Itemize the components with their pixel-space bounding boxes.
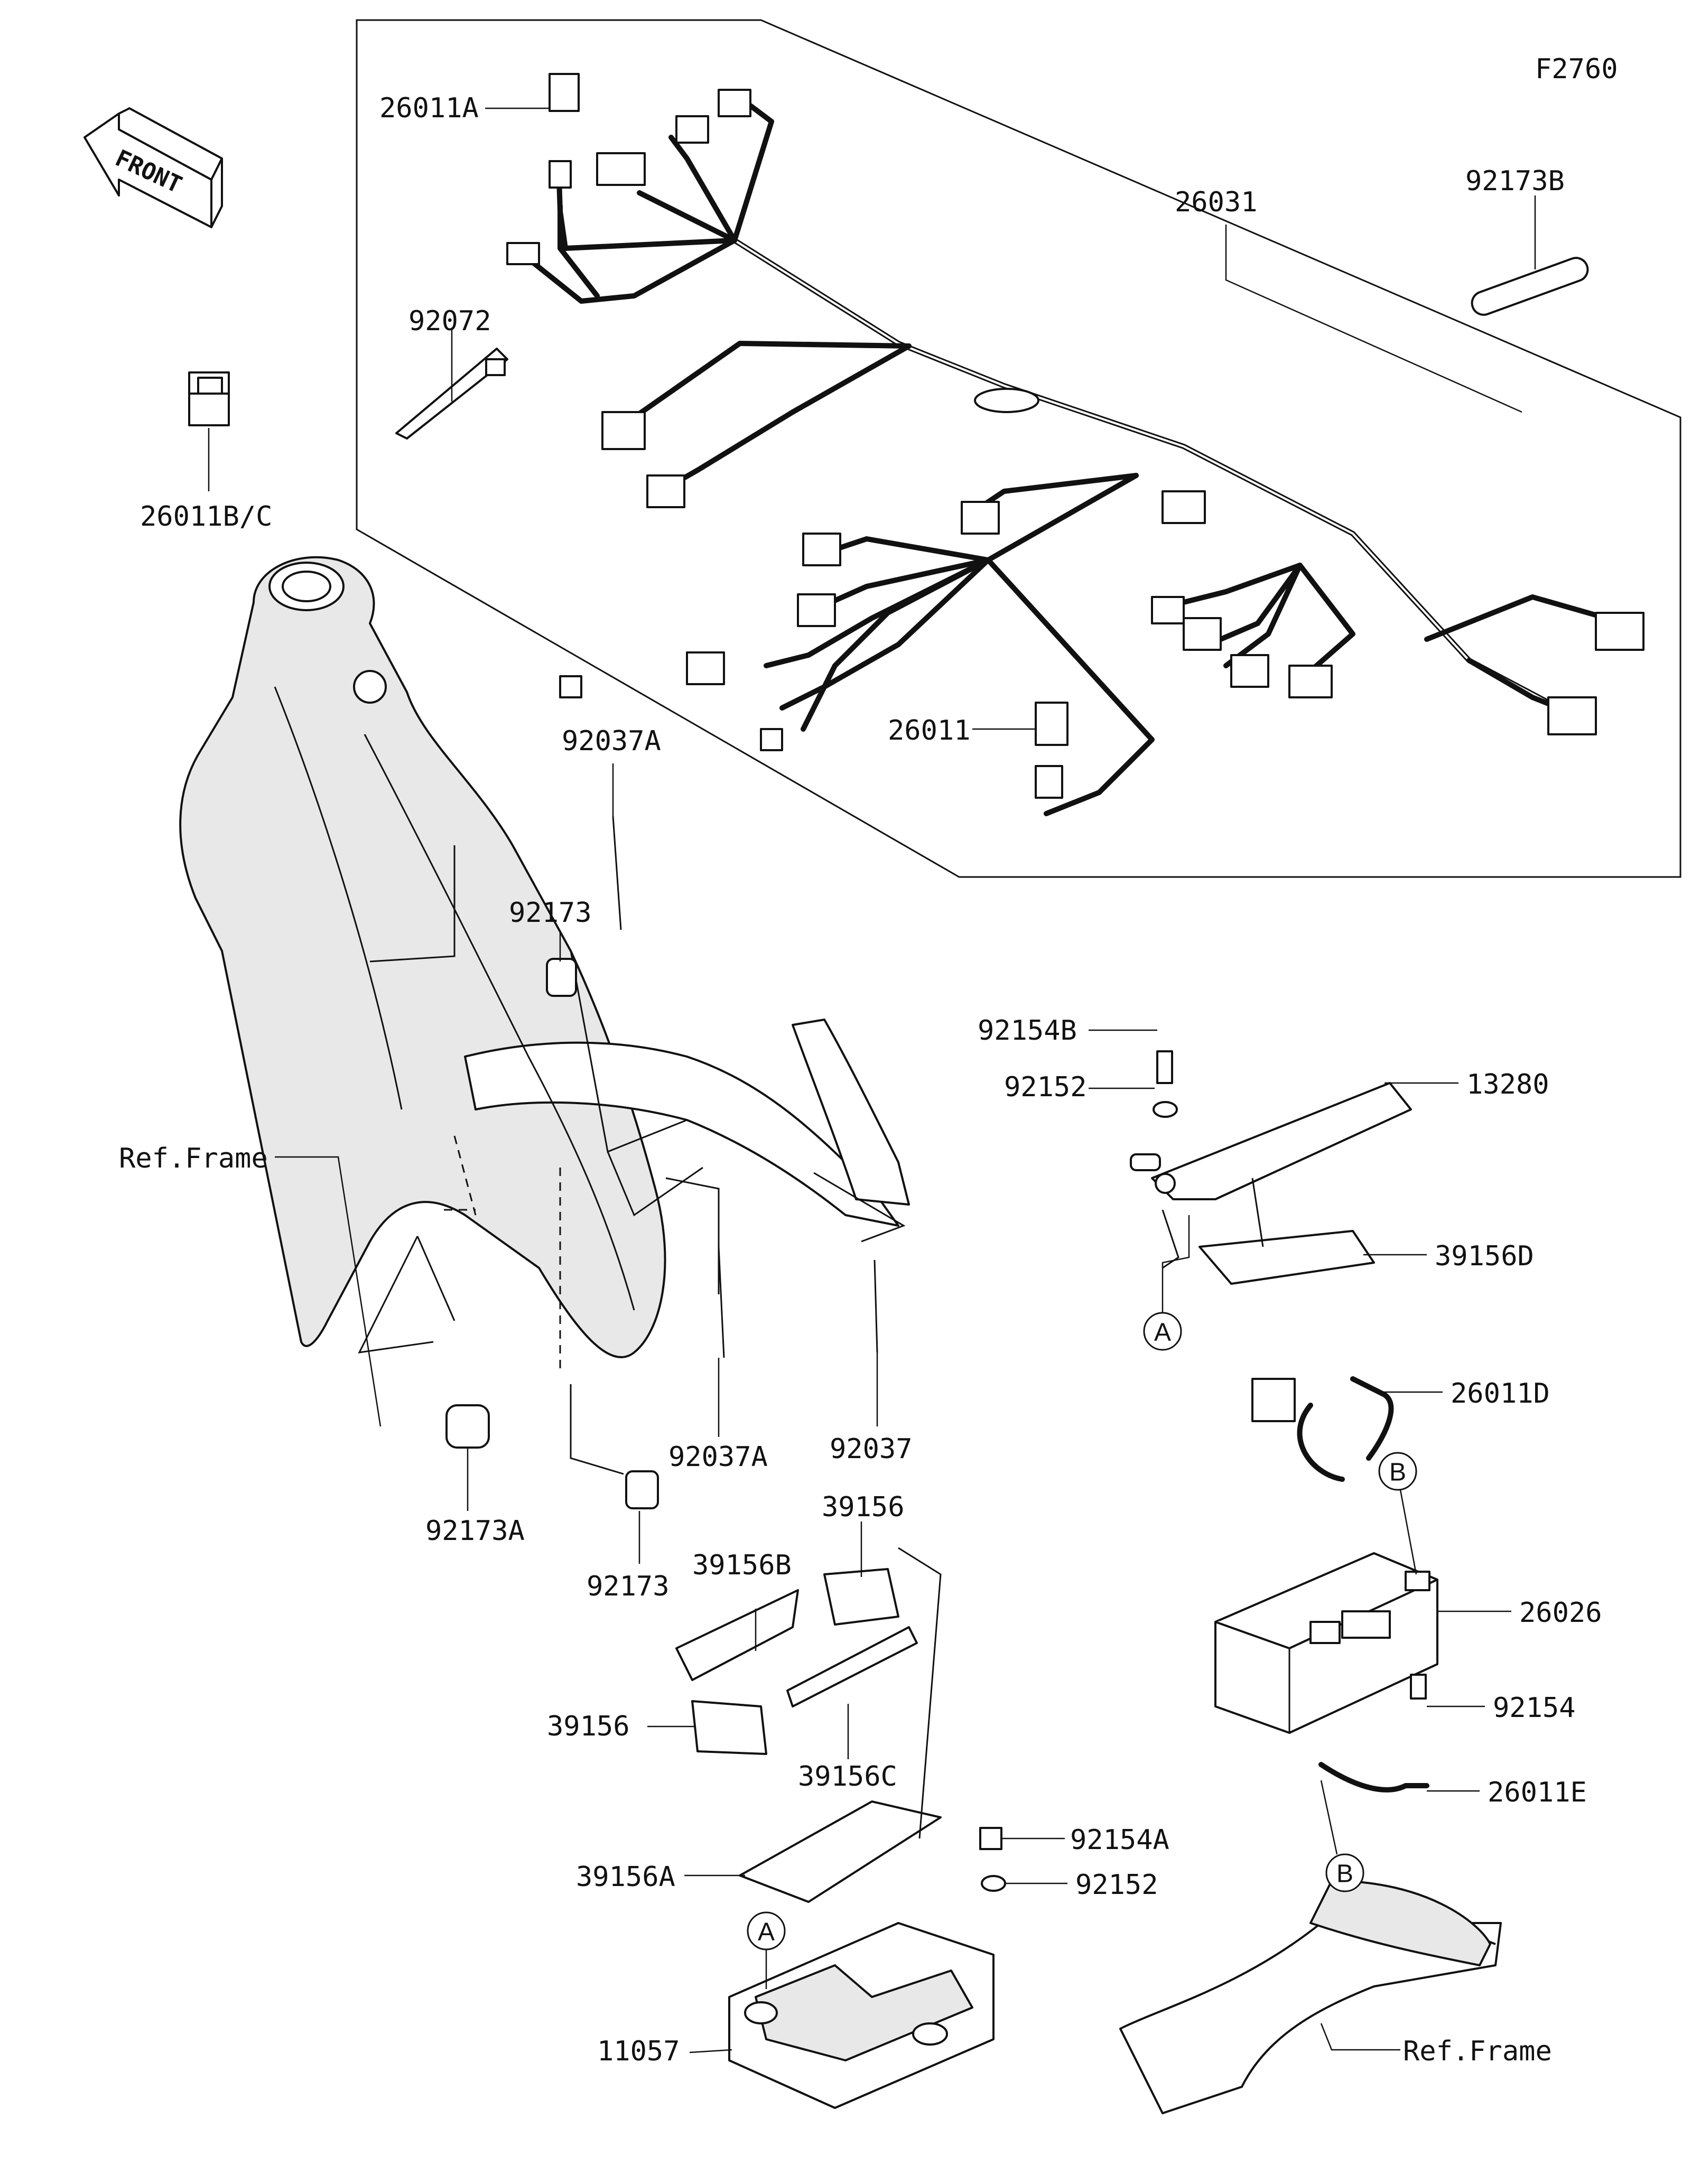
pad-39156-top [823,1568,899,1626]
label-39156c: 39156C [798,1761,897,1793]
label-92154b: 92154B [978,1015,1077,1047]
label-39156-top: 39156 [822,1491,905,1523]
label-26011: 26011 [888,715,971,746]
pad-39156c [786,1626,918,1707]
label-92037: 92037 [830,1433,913,1465]
bolt-92154 [1410,1674,1427,1700]
label-92152-bot: 92152 [1075,1869,1158,1901]
label-ref-frame-left: Ref.Frame [119,1143,268,1174]
label-26011a: 26011A [379,92,479,124]
label-92037a-top: 92037A [562,725,661,757]
label-39156a: 39156A [576,1861,675,1893]
frame-rail-bottom [1119,1880,1502,2114]
label-92173-top: 92173 [509,897,592,929]
label-26026: 26026 [1519,1597,1602,1629]
frame-body [179,556,910,1475]
label-ref-frame-right: Ref.Frame [1403,2036,1552,2067]
label-92072: 92072 [408,305,491,337]
label-92173-bot: 92173 [587,1571,670,1602]
band-92037 [874,1259,878,1353]
clamp-92173a [445,1404,490,1449]
label-92037a-bot: 92037A [668,1441,768,1473]
wiring-harness [506,73,1644,816]
band-92037a-top [612,816,622,930]
label-11057: 11057 [597,2036,680,2067]
bracket-13280 [1130,1082,1412,1200]
marker-b-lower: B [1320,1780,1364,1892]
clamp-92173b [1471,257,1589,316]
figure-code: F2760 [1535,53,1618,85]
label-39156d: 39156D [1435,1240,1534,1272]
label-26011bc: 26011B/C [140,501,272,533]
marker-b-upper: B [1378,1452,1417,1575]
pad-39156-left [691,1700,767,1755]
pad-39156b [675,1589,799,1681]
washer-92152-top [1153,1101,1178,1118]
battery-case-11057 [728,1922,995,2109]
cable-26011d-2 [1350,1376,1394,1461]
clamp-92173-bot [625,1470,659,1509]
label-26011d: 26011D [1451,1378,1550,1410]
svg-text:B: B [1389,1459,1406,1487]
harness-group-outline [356,19,1681,878]
marker-a-upper: A [1143,1215,1190,1351]
label-92173a: 92173A [425,1515,525,1547]
label-39156-left: 39156 [547,1711,630,1742]
cable-26011d [1297,1403,1345,1482]
svg-text:A: A [1154,1319,1171,1347]
leader-lines [208,107,1536,2054]
label-92154: 92154 [1493,1692,1576,1724]
svg-text:A: A [758,1918,775,1946]
marker-a-lower: A [747,1911,786,1989]
band-92037a-bot [718,1246,725,1358]
label-26011e: 26011E [1488,1777,1587,1808]
sheet-39156a [739,1800,942,1903]
label-92152-top: 92152 [1004,1071,1087,1103]
relay-26011bc [188,371,230,426]
clamp-92173-top [546,958,577,997]
cable-26011e [1318,1762,1429,1793]
front-arrow-icon: FRONT [83,107,223,228]
label-92173b: 92173B [1465,165,1565,197]
pad-39156d [1198,1230,1375,1285]
label-39156b: 39156B [692,1550,792,1581]
label-13280: 13280 [1466,1069,1549,1100]
svg-text:B: B [1336,1860,1353,1888]
bolt-92154b [1156,1050,1173,1084]
battery-26026 [1214,1552,1438,1734]
label-26031: 26031 [1175,186,1258,218]
label-92154a: 92154A [1070,1824,1169,1856]
bolt-92154a [979,1827,1002,1850]
washer-92152-bot [981,1875,1006,1892]
